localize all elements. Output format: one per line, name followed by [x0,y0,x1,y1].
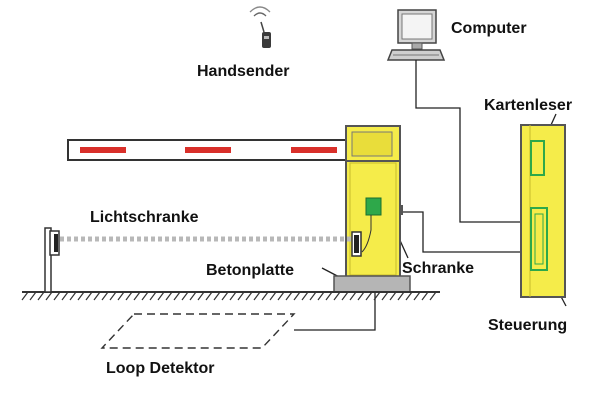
loop-detector-outline [100,313,296,349]
loop-detektor-label: Loop Detektor [106,360,214,377]
handsender-label: Handsender [197,63,289,80]
barrier-control-box [365,197,382,216]
control-wire [361,215,372,253]
computer-monitor-icon [386,9,446,61]
barrier-housing [345,125,403,278]
boom-arm [67,139,388,161]
computer-label: Computer [451,20,527,37]
schranke-label: Schranke [402,260,474,277]
light-barrier-receiver [351,231,362,257]
controller-board [530,207,548,271]
betonplatte-label: Betonplatte [206,262,294,279]
controller-inner [534,213,544,265]
light-barrier-post [44,227,60,293]
card-reader-slot [530,140,545,176]
remote-control-icon [249,6,271,48]
steuerung-label: Steuerung [488,317,567,334]
ground-line [21,291,440,301]
lichtschranke-label: Lichtschranke [90,209,199,226]
kartenleser-label: Kartenleser [484,97,572,114]
concrete-plate [333,275,411,293]
